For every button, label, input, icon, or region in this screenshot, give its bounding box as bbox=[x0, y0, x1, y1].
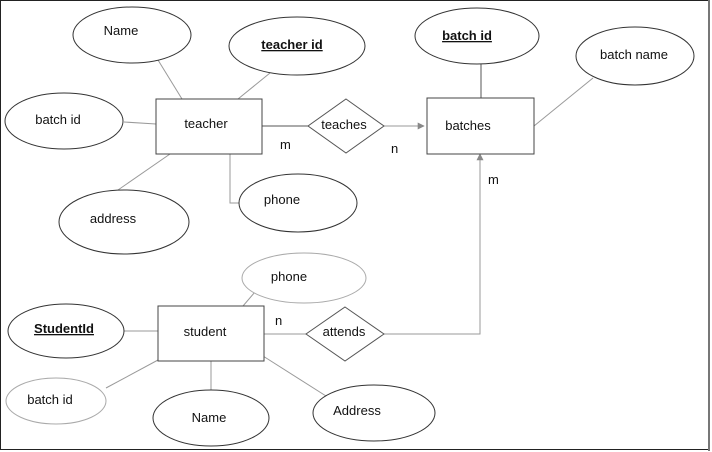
relationship-attends: attends bbox=[305, 306, 385, 362]
relationship-attends-label: attends bbox=[323, 324, 366, 339]
line-teacher-phone bbox=[229, 154, 240, 204]
entity-batches: batches bbox=[426, 97, 535, 155]
svg-text:batch id: batch id bbox=[442, 28, 492, 43]
entity-batches-label: batches bbox=[445, 118, 491, 133]
cardinality-teacher-teaches: m bbox=[280, 137, 291, 152]
line-batches-batchname bbox=[533, 77, 594, 127]
svg-text:Address: Address bbox=[333, 403, 381, 418]
line-student-address bbox=[262, 355, 327, 397]
svg-text:teacher id: teacher id bbox=[261, 37, 322, 52]
cardinality-student-attends: n bbox=[275, 313, 282, 328]
svg-text:phone: phone bbox=[271, 269, 307, 284]
attr-student-id: StudentId bbox=[7, 303, 125, 359]
line-teacher-name bbox=[157, 59, 183, 100]
svg-text:batch name: batch name bbox=[600, 47, 668, 62]
relationship-teaches-label: teaches bbox=[321, 117, 367, 132]
line-attends-batches bbox=[384, 153, 484, 335]
svg-text:StudentId: StudentId bbox=[34, 321, 94, 336]
entity-teacher-label: teacher bbox=[184, 116, 228, 131]
svg-text:batch id: batch id bbox=[27, 392, 73, 407]
attr-student-phone: phone bbox=[241, 252, 367, 304]
svg-text:address: address bbox=[90, 211, 137, 226]
connectors bbox=[105, 59, 594, 397]
line-student-batchid bbox=[105, 359, 159, 389]
line-student-phone bbox=[242, 291, 256, 307]
relationship-teaches: teaches bbox=[307, 98, 385, 154]
entity-student-label: student bbox=[184, 324, 227, 339]
svg-text:phone: phone bbox=[264, 192, 300, 207]
attr-teacher-address: address bbox=[58, 189, 190, 255]
svg-text:batch id: batch id bbox=[35, 112, 81, 127]
attr-batches-batch-id: batch id bbox=[414, 7, 540, 65]
cardinality-batches-attends: m bbox=[488, 172, 499, 187]
attr-student-address: Address bbox=[312, 384, 436, 442]
attr-teacher-phone: phone bbox=[238, 173, 358, 233]
attr-batches-batch-name: batch name bbox=[575, 26, 695, 86]
entity-teacher: teacher bbox=[155, 98, 263, 155]
entity-student: student bbox=[157, 305, 265, 362]
line-teacher-teacherid bbox=[237, 72, 271, 100]
attr-student-batch-id: batch id bbox=[5, 377, 107, 425]
line-teacher-address bbox=[117, 153, 171, 191]
attr-teacher-batch-id: batch id bbox=[4, 92, 124, 150]
svg-text:Name: Name bbox=[104, 23, 139, 38]
svg-text:Name: Name bbox=[192, 410, 227, 425]
cardinality-teaches-batches: n bbox=[391, 141, 398, 156]
attr-teacher-id: teacher id bbox=[228, 16, 366, 76]
attr-student-name: Name bbox=[152, 389, 270, 447]
line-teacher-batchid bbox=[123, 121, 157, 125]
attr-teacher-name: Name bbox=[72, 6, 192, 64]
